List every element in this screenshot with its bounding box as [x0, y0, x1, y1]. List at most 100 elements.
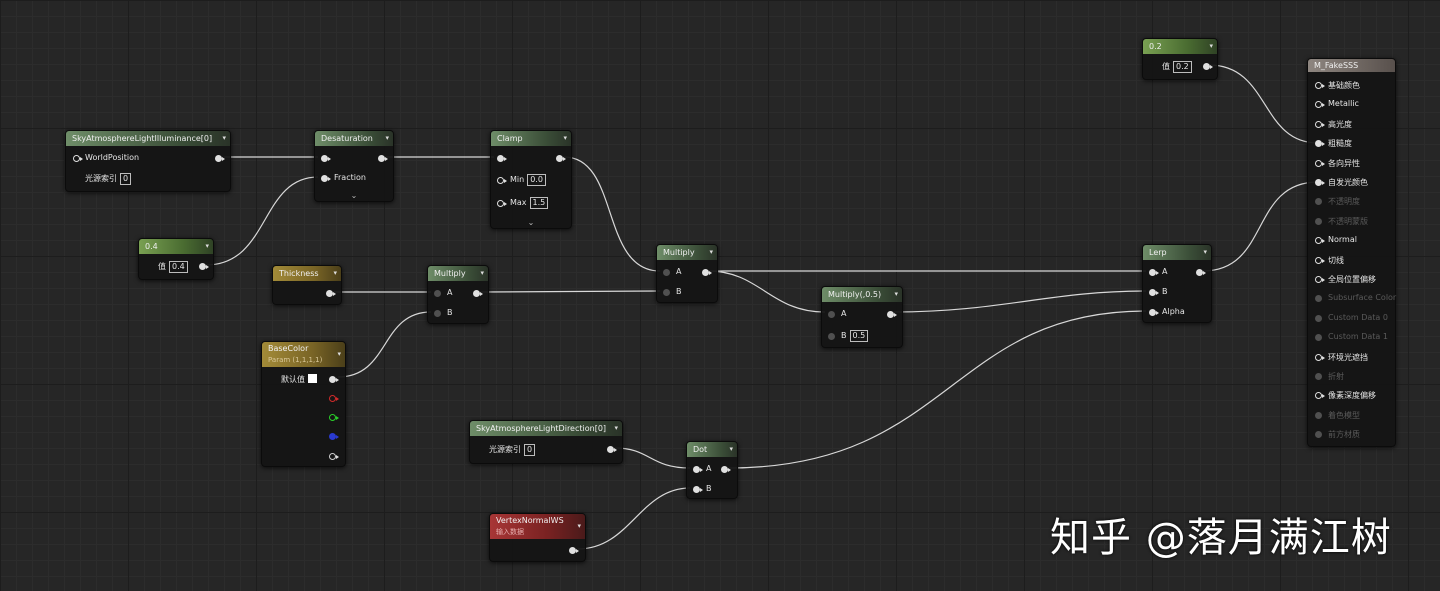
output-pin-icon[interactable] [329, 376, 339, 383]
input-pin-icon[interactable] [663, 289, 671, 296]
node-lerp[interactable]: Lerp▾ A B Alpha [1142, 244, 1212, 323]
chevron-down-icon[interactable]: ▾ [577, 522, 581, 530]
node-header[interactable]: SkyAtmosphereLightDirection[0]▾ [470, 421, 622, 436]
node-header[interactable]: SkyAtmosphereLightIlluminance[0]▾ [66, 131, 230, 146]
output-pin-icon[interactable] [1203, 63, 1213, 70]
output-pin-icon[interactable] [473, 290, 483, 297]
node-header[interactable]: Multiply▾ [657, 245, 717, 260]
input-pin-icon[interactable] [1315, 353, 1325, 361]
color-swatch[interactable] [308, 374, 317, 383]
node-header[interactable]: Desaturation▾ [315, 131, 393, 146]
chevron-down-icon[interactable]: ▾ [222, 134, 226, 142]
node-header[interactable]: Dot▾ [687, 442, 737, 457]
input-pin-icon[interactable] [321, 155, 331, 162]
output-pin-icon[interactable] [607, 446, 617, 453]
node-thickness[interactable]: Thickness▾ [272, 265, 342, 305]
node-header[interactable]: Multiply(,0.5)▾ [822, 287, 902, 302]
node-sky-illuminance[interactable]: SkyAtmosphereLightIlluminance[0]▾ WorldP… [65, 130, 231, 192]
input-pin-icon[interactable] [693, 486, 703, 493]
input-pin-icon[interactable] [1149, 289, 1159, 296]
chevron-down-icon[interactable]: ▾ [1203, 248, 1207, 256]
input-pin-icon[interactable] [1315, 334, 1323, 342]
input-pin-icon[interactable] [1315, 431, 1323, 439]
node-header[interactable]: 0.4▾ [139, 239, 213, 254]
input-pin-icon[interactable] [1315, 276, 1325, 283]
node-header[interactable]: Multiply▾ [428, 266, 488, 281]
chevron-down-icon[interactable]: ⌄ [350, 191, 358, 200]
input-pin-icon[interactable] [1149, 309, 1159, 316]
red-channel-pin-icon[interactable] [329, 395, 339, 402]
output-pin-icon[interactable] [215, 155, 225, 162]
chevron-down-icon[interactable]: ▾ [729, 445, 733, 453]
pin-icon[interactable] [497, 200, 507, 207]
node-dot[interactable]: Dot▾ A B [686, 441, 738, 499]
input-pin-icon[interactable] [1315, 314, 1323, 322]
node-multiply-2[interactable]: Multiply▾ A B [656, 244, 718, 303]
input-pin-icon[interactable] [1315, 198, 1323, 206]
chevron-down-icon[interactable]: ▾ [614, 424, 618, 432]
input-pin-icon[interactable] [434, 310, 442, 317]
node-header[interactable]: Lerp▾ [1143, 245, 1211, 260]
alpha-channel-pin-icon[interactable] [329, 453, 339, 460]
output-pin-icon[interactable] [378, 155, 388, 162]
input-pin-icon[interactable] [434, 290, 442, 297]
green-channel-pin-icon[interactable] [329, 414, 339, 421]
input-pin-icon[interactable] [828, 333, 836, 340]
input-pin-icon[interactable] [1315, 411, 1323, 419]
output-pin-icon[interactable] [702, 269, 712, 276]
output-pin-icon[interactable] [556, 155, 566, 162]
input-pin-icon[interactable] [1315, 120, 1325, 128]
input-pin-icon[interactable] [1149, 269, 1159, 276]
input-pin-icon[interactable] [663, 269, 671, 276]
node-header[interactable]: M_FakeSSS [1308, 59, 1395, 72]
input-pin-icon[interactable] [1315, 373, 1323, 380]
output-pin-icon[interactable] [199, 263, 209, 270]
output-pin-icon[interactable] [326, 290, 336, 297]
input-pin-icon[interactable] [1315, 256, 1325, 264]
input-pin-icon[interactable] [1315, 295, 1323, 303]
chevron-down-icon[interactable]: ▾ [205, 242, 209, 250]
output-pin-icon[interactable] [569, 547, 579, 554]
input-pin-icon[interactable] [1315, 140, 1325, 148]
output-pin-icon[interactable] [721, 466, 731, 473]
input-pin-icon[interactable] [1315, 159, 1325, 167]
input-pin-icon[interactable] [693, 466, 703, 473]
chevron-down-icon[interactable]: ▾ [709, 248, 713, 256]
output-pin-icon[interactable] [887, 311, 897, 318]
chevron-down-icon[interactable]: ▾ [1209, 42, 1213, 50]
input-pin-icon[interactable] [828, 311, 836, 318]
pin-icon[interactable] [73, 155, 83, 162]
chevron-down-icon[interactable]: ▾ [385, 134, 389, 142]
blue-channel-pin-icon[interactable] [329, 433, 339, 440]
node-desaturation[interactable]: Desaturation▾ Fraction ⌄ [314, 130, 394, 202]
chevron-down-icon[interactable]: ▾ [337, 350, 341, 358]
output-pin-icon[interactable] [1196, 269, 1206, 276]
node-header[interactable]: Thickness▾ [273, 266, 341, 281]
input-pin-icon[interactable] [1315, 392, 1325, 400]
node-header[interactable]: Clamp▾ [491, 131, 571, 146]
input-pin-icon[interactable] [1315, 179, 1325, 186]
input-pin-icon[interactable] [497, 155, 507, 162]
node-header[interactable]: 0.2▾ [1143, 39, 1217, 54]
chevron-down-icon[interactable]: ▾ [563, 134, 567, 142]
pin-icon[interactable] [497, 177, 507, 184]
input-pin-icon[interactable] [1315, 217, 1323, 225]
input-pin-icon[interactable] [1315, 82, 1325, 89]
input-pin-icon[interactable] [1315, 101, 1325, 109]
input-pin-icon[interactable] [1315, 237, 1325, 245]
